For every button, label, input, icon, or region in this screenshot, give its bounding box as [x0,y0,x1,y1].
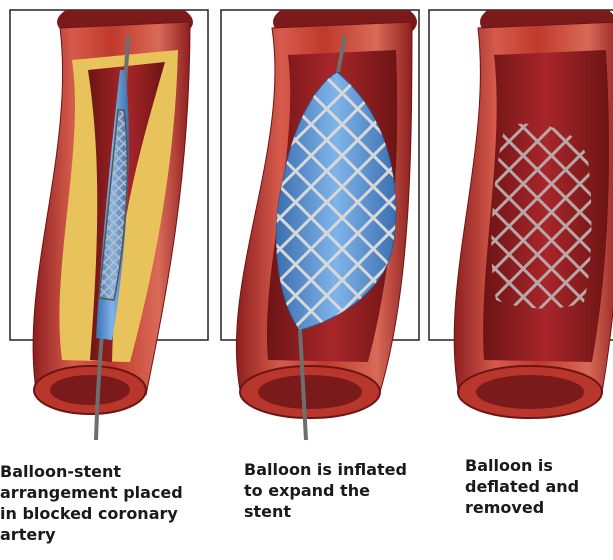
artery-3-bottom-lumen [476,375,584,409]
caption-balloon-inflation: Balloon is inflated to expand the stent [244,459,407,522]
caption-line: in blocked coronary [0,503,183,524]
artery-1-bottom-lumen [50,375,130,405]
artery-2-bottom-lumen [258,375,362,409]
caption-line: Balloon is inflated [244,459,407,480]
panel-1-stent-placement [10,0,208,440]
panel-3-balloon-removal [429,0,613,418]
caption-line: arrangement placed [0,482,183,503]
caption-stent-placement: Balloon-stent arrangement placed in bloc… [0,461,183,545]
caption-line: to expand the [244,480,407,501]
caption-line: artery [0,524,183,545]
caption-balloon-removal: Balloon is deflated and removed [465,455,579,518]
caption-line: Balloon-stent [0,461,183,482]
panel-2-balloon-inflation [221,0,419,440]
caption-line: removed [465,497,579,518]
caption-line: Balloon is [465,455,579,476]
caption-line: stent [244,501,407,522]
caption-line: deflated and [465,476,579,497]
